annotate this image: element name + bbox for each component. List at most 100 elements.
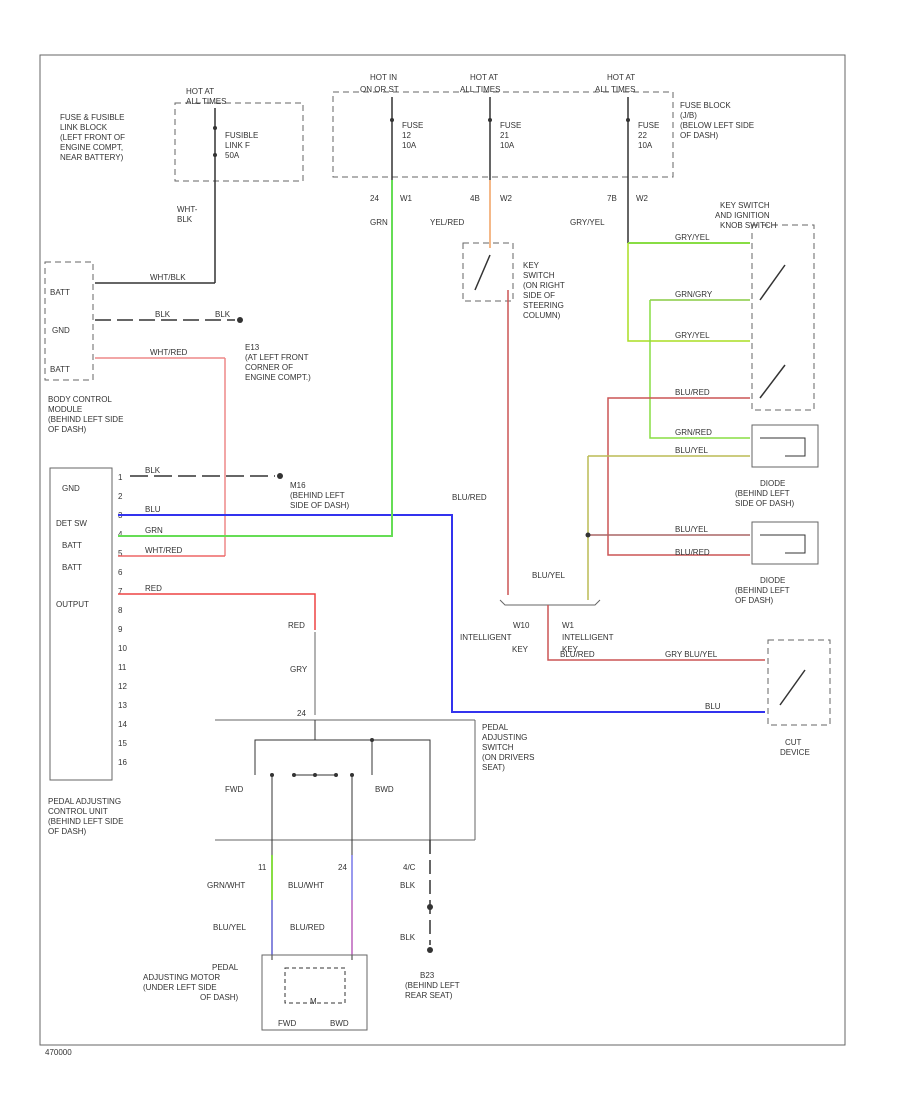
wire-blu-red-4: BLU/RED [290,923,325,932]
svg-text:KEY: KEY [562,645,579,654]
pacu-label: PEDAL ADJUSTING CONTROL UNIT (BEHIND LEF… [48,797,123,836]
svg-text:24: 24 [370,194,379,203]
svg-text:(ON DRIVERS: (ON DRIVERS [482,753,534,762]
svg-text:GND: GND [62,484,80,493]
svg-text:INTELLIGENT: INTELLIGENT [460,633,512,642]
wire-yel-red: YEL/RED [430,218,464,227]
pin-24b: 24 [338,863,347,872]
svg-text:M16: M16 [290,481,306,490]
pin-24: 24 [297,709,306,718]
ground-e13-label: E13 (AT LEFT FRONT CORNER OF ENGINE COMP… [245,343,311,382]
svg-text:AND IGNITION: AND IGNITION [715,211,770,220]
svg-text:W2: W2 [500,194,513,203]
wire-blu-yel-3: BLU/YEL [532,571,565,580]
wire-gry: GRY [290,665,308,674]
pedal-switch-label: PEDAL ADJUSTING SWITCH (ON DRIVERS SEAT) [482,723,534,772]
fuse-12: HOT IN ON OR ST FUSE 12 10A 24 W1 [360,73,423,203]
svg-text:(UNDER LEFT SIDE: (UNDER LEFT SIDE [143,983,217,992]
fuse-block-label: FUSE BLOCK (J/B) (BELOW LEFT SIDE OF DAS… [680,101,754,140]
wire-blu-yel: BLU/YEL [675,446,708,455]
svg-text:CONTROL UNIT: CONTROL UNIT [48,807,108,816]
svg-text:CUT: CUT [785,738,802,747]
wire-blu-yel-2: BLU/YEL [675,525,708,534]
svg-text:(BEHIND LEFT: (BEHIND LEFT [735,489,790,498]
pacu-pins: GND DET SW BATT BATT OUTPUT [56,484,89,609]
svg-text:LINK BLOCK: LINK BLOCK [60,123,108,132]
svg-text:COLUMN): COLUMN) [523,311,561,320]
svg-text:7: 7 [118,587,123,596]
svg-text:(BEHIND LEFT: (BEHIND LEFT [405,981,460,990]
svg-text:SWITCH: SWITCH [523,271,555,280]
pin-4c: 4/C [403,863,416,872]
svg-text:FUSE: FUSE [402,121,423,130]
svg-text:ALL TIMES: ALL TIMES [595,85,635,94]
fusible-link-box [174,102,304,182]
bcm-gnd: GND [52,326,70,335]
svg-text:ENGINE COMPT.): ENGINE COMPT.) [245,373,311,382]
wire-grn-gry: GRN/GRY [675,290,713,299]
wire-grn-red: GRN/RED [675,428,712,437]
footer-code: 470000 [45,1048,72,1057]
svg-text:DIODE: DIODE [760,576,785,585]
svg-text:OF DASH): OF DASH) [200,993,239,1002]
svg-text:NEAR BATTERY): NEAR BATTERY) [60,153,124,162]
svg-text:SWITCH: SWITCH [482,743,514,752]
fuse-block-box [332,91,674,178]
switch-bwd: BWD [375,785,394,794]
ignition-knob-switch [751,224,815,411]
svg-text:4B: 4B [470,194,480,203]
bcm-batt-1: BATT [50,288,70,297]
svg-text:BATT: BATT [62,563,82,572]
svg-text:2: 2 [118,492,123,501]
wire-blk-b23: BLK [400,881,416,890]
svg-text:PEDAL: PEDAL [212,963,239,972]
wire-key-blu-red: BLU/RED [560,650,595,659]
svg-text:11: 11 [118,663,127,672]
svg-text:OF DASH): OF DASH) [680,131,719,140]
svg-text:DEVICE: DEVICE [780,748,810,757]
pedal-control-unit [49,467,113,781]
svg-text:B23: B23 [420,971,435,980]
svg-text:ADJUSTING MOTOR: ADJUSTING MOTOR [143,973,220,982]
pedal-switch-contacts [270,773,354,777]
svg-text:PEDAL: PEDAL [482,723,509,732]
svg-text:DIODE: DIODE [760,479,785,488]
fusible-amp: 50A [225,151,240,160]
wire-red: RED [145,584,162,593]
wire-gry-yel-2: GRY/YEL [675,233,710,242]
wire-gnd-blk: BLK [155,310,171,319]
motor-bwd: BWD [330,1019,349,1028]
svg-text:10A: 10A [402,141,417,150]
svg-text:FUSE: FUSE [638,121,659,130]
svg-text:OF DASH): OF DASH) [735,596,774,605]
wire-blu-red-2: BLU/RED [675,388,710,397]
diode-1-label: DIODE (BEHIND LEFT SIDE OF DASH) [735,479,794,508]
svg-text:4: 4 [118,530,123,539]
motor-m: M [310,997,317,1006]
wire-grn-2: GRN [370,218,388,227]
ground-b23-label: B23 (BEHIND LEFT REAR SEAT) [405,971,460,1000]
svg-text:BODY CONTROL: BODY CONTROL [48,395,112,404]
svg-text:21: 21 [500,131,509,140]
key-switch-box [462,242,514,302]
svg-text:FUSE BLOCK: FUSE BLOCK [680,101,731,110]
svg-text:ADJUSTING: ADJUSTING [482,733,527,742]
svg-text:ON OR ST: ON OR ST [360,85,399,94]
svg-text:HOT AT: HOT AT [607,73,635,82]
svg-text:10A: 10A [500,141,515,150]
svg-text:CORNER OF: CORNER OF [245,363,293,372]
svg-text:SIDE OF DASH): SIDE OF DASH) [735,499,794,508]
svg-text:HOT AT: HOT AT [470,73,498,82]
svg-text:(LEFT FRONT OF: (LEFT FRONT OF [60,133,125,142]
svg-text:KEY SWITCH: KEY SWITCH [720,201,770,210]
ground-m16-label: M16 (BEHIND LEFT SIDE OF DASH) [290,481,349,510]
svg-text:HOT IN: HOT IN [370,73,397,82]
svg-text:KNOB SWITCH: KNOB SWITCH [720,221,777,230]
wire-wht-red-2: WHT/RED [145,546,183,555]
svg-text:5: 5 [118,549,123,558]
svg-text:SEAT): SEAT) [482,763,505,772]
svg-text:15: 15 [118,739,127,748]
svg-text:(BELOW LEFT SIDE: (BELOW LEFT SIDE [680,121,754,130]
svg-text:(BEHIND LEFT SIDE: (BEHIND LEFT SIDE [48,415,123,424]
wire-label-blk: BLK [177,215,193,224]
